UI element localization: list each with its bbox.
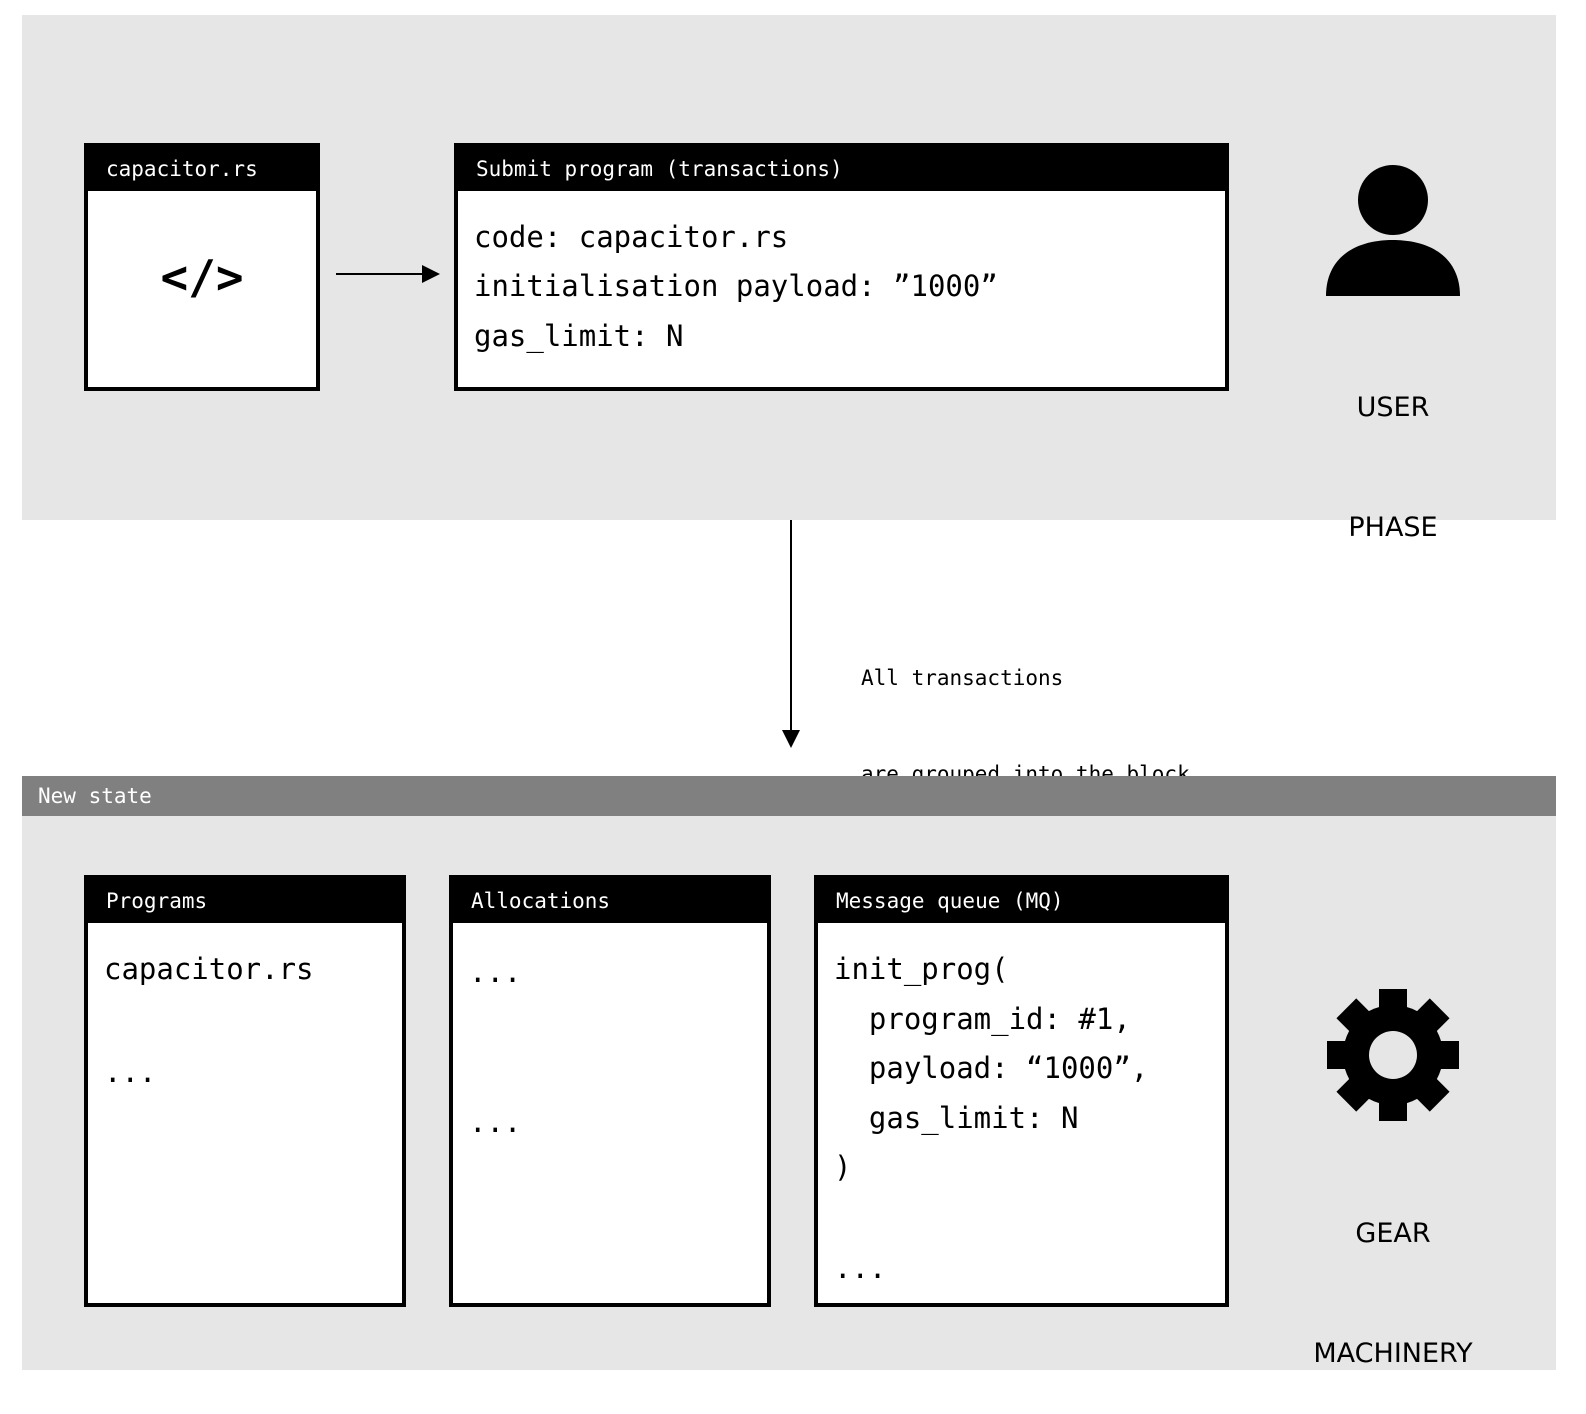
gear-machinery-label: GEAR MACHINERY bbox=[1290, 1134, 1496, 1414]
message-queue-box: Message queue (MQ) init_prog( program_id… bbox=[814, 875, 1229, 1307]
new-state-header: New state bbox=[22, 776, 1556, 816]
submit-program-box: Submit program (transactions) code: capa… bbox=[454, 143, 1229, 391]
allocations-item: ... bbox=[469, 955, 522, 989]
programs-item: capacitor.rs bbox=[104, 952, 314, 986]
message-queue-title: Message queue (MQ) bbox=[818, 879, 1225, 923]
allocations-box: Allocations ... ... bbox=[449, 875, 771, 1307]
user-phase-label-line2: PHASE bbox=[1348, 512, 1438, 543]
submit-program-title: Submit program (transactions) bbox=[458, 147, 1225, 191]
user-icon bbox=[1326, 165, 1460, 296]
gear-machinery-label-line1: GEAR bbox=[1355, 1218, 1431, 1249]
mq-line: ... bbox=[834, 1251, 887, 1285]
user-phase-label: USER PHASE bbox=[1290, 308, 1496, 588]
mq-line: payload: “1000”, bbox=[834, 1051, 1149, 1085]
submit-line-payload: initialisation payload: ”1000” bbox=[474, 269, 998, 303]
user-phase-label-line1: USER bbox=[1356, 392, 1430, 423]
transition-label-line1: All transactions bbox=[861, 666, 1064, 690]
gear-machinery-label-line2: MACHINERY bbox=[1313, 1338, 1473, 1369]
programs-box: Programs capacitor.rs ... bbox=[84, 875, 406, 1307]
mq-line: ) bbox=[834, 1150, 852, 1184]
allocations-title: Allocations bbox=[453, 879, 767, 923]
source-file-box: capacitor.rs </> bbox=[84, 143, 320, 391]
gear-icon bbox=[1327, 989, 1459, 1121]
new-state-title: New state bbox=[38, 784, 152, 808]
mq-line: gas_limit: N bbox=[834, 1101, 1079, 1135]
submit-line-code: code: capacitor.rs bbox=[474, 220, 789, 254]
source-file-title: capacitor.rs bbox=[88, 147, 316, 191]
allocations-item: ... bbox=[469, 1105, 522, 1139]
mq-line: program_id: #1, bbox=[834, 1002, 1131, 1036]
mq-line: init_prog( bbox=[834, 952, 1009, 986]
code-icon: </> bbox=[160, 250, 244, 304]
submit-line-gas: gas_limit: N bbox=[474, 319, 684, 353]
programs-title: Programs bbox=[88, 879, 402, 923]
submit-arrow bbox=[336, 265, 440, 283]
programs-item: ... bbox=[104, 1055, 157, 1089]
block-arrow bbox=[782, 520, 800, 748]
